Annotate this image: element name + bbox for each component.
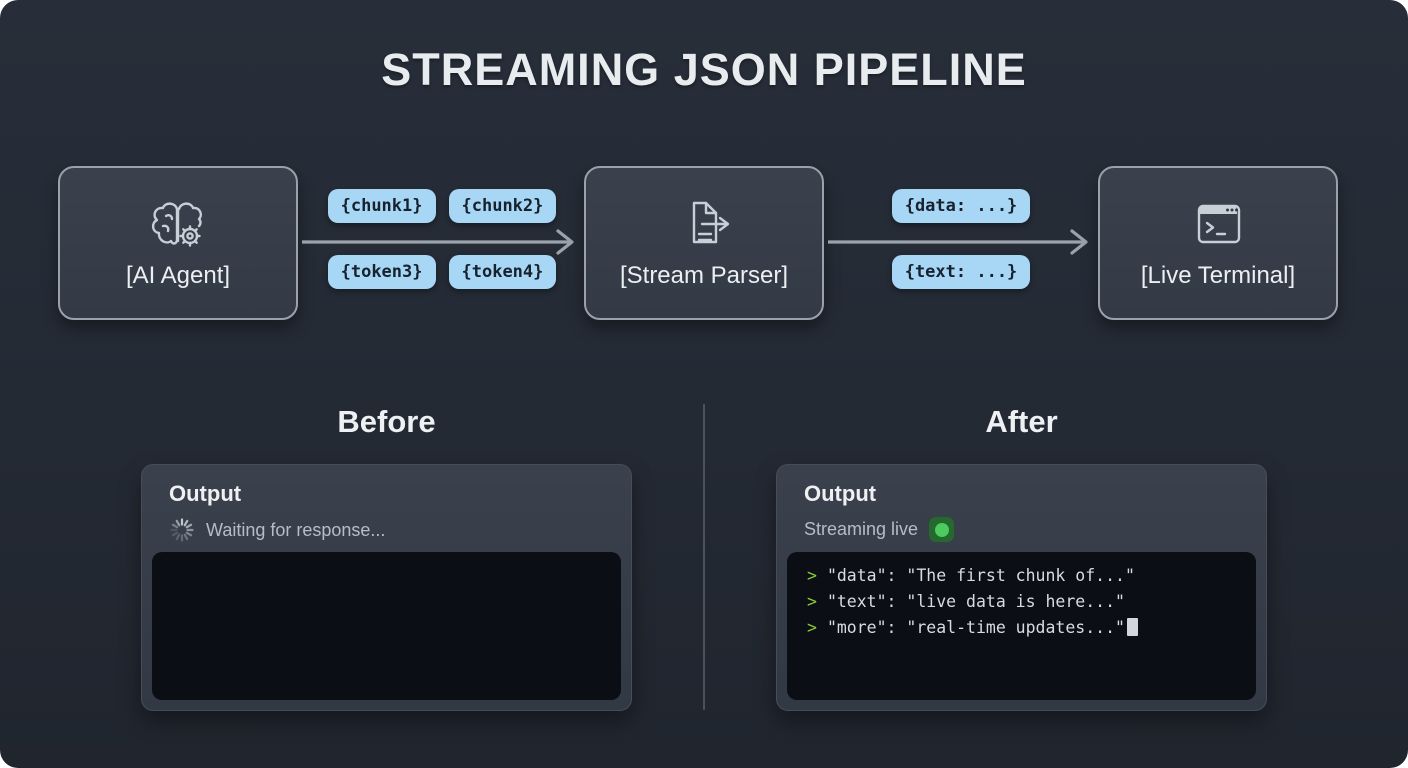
chunk-chip-group: {chunk1} {chunk2} {token3} {token4} — [300, 189, 584, 289]
document-stream-icon — [671, 196, 737, 254]
node-ai-agent: [AI Agent] — [58, 166, 298, 320]
node-stream-parser: [Stream Parser] — [584, 166, 824, 320]
brain-gear-icon — [145, 196, 211, 254]
before-output-panel: Output — [141, 464, 632, 711]
node-label-stream-parser: [Stream Parser] — [619, 262, 789, 289]
after-status-text: Streaming live — [804, 519, 919, 539]
terminal-line-text: "more": "real-time updates..." — [826, 618, 1125, 637]
prompt-chevron: > — [807, 618, 817, 637]
parsed-chip-group: {data: ...} {text: ...} — [824, 189, 1098, 289]
chip-token4: {token4} — [448, 255, 557, 289]
after-status-row: Streaming live — [804, 517, 1239, 542]
node-live-terminal: [Live Terminal] — [1098, 166, 1338, 320]
terminal-line-text: "text": "live data is here..." — [826, 592, 1125, 611]
loading-spinner-icon — [169, 517, 195, 543]
terminal-line: > "text": "live data is here..." — [807, 589, 1236, 615]
chip-data: {data: ...} — [891, 189, 1031, 223]
prompt-chevron: > — [807, 592, 817, 611]
before-status-text: Waiting for response... — [206, 519, 386, 540]
page-title: STREAMING JSON PIPELINE — [381, 44, 1027, 95]
after-section: After Output Streaming live > "data": "Th… — [776, 404, 1267, 711]
terminal-window-icon — [1185, 196, 1251, 254]
before-section: Before Output — [141, 404, 632, 711]
section-divider — [703, 404, 705, 710]
prompt-chevron: > — [807, 566, 817, 585]
terminal-line: > "data": "The first chunk of..." — [807, 563, 1236, 589]
before-status-row: Waiting for response... — [169, 517, 604, 543]
after-heading: After — [985, 404, 1058, 439]
chip-row: {chunk1} {chunk2} — [327, 189, 557, 223]
chip-row: {token3} {token4} — [327, 255, 557, 289]
before-terminal — [152, 552, 621, 700]
terminal-line: > "more": "real-time updates..." — [807, 615, 1236, 641]
node-label-ai-agent: [AI Agent] — [125, 262, 231, 289]
after-terminal: > "data": "The first chunk of..." > "text"… — [787, 552, 1256, 700]
flow-arrow-icon — [302, 229, 574, 255]
terminal-line-text: "data": "The first chunk of..." — [826, 566, 1135, 585]
chip-token3: {token3} — [327, 255, 436, 289]
live-dot-icon — [934, 522, 949, 537]
flow-arrow-icon — [828, 229, 1088, 255]
before-panel-title: Output — [169, 481, 242, 506]
after-output-panel: Output Streaming live > "data": "The firs… — [776, 464, 1267, 711]
node-label-live-terminal: [Live Terminal] — [1140, 262, 1296, 289]
chip-chunk1: {chunk1} — [327, 189, 436, 223]
chip-chunk2: {chunk2} — [448, 189, 557, 223]
chip-text: {text: ...} — [891, 255, 1031, 289]
before-heading: Before — [337, 404, 436, 439]
text-cursor — [1126, 618, 1138, 636]
live-indicator-badge — [929, 517, 955, 542]
after-panel-title: Output — [804, 481, 877, 506]
